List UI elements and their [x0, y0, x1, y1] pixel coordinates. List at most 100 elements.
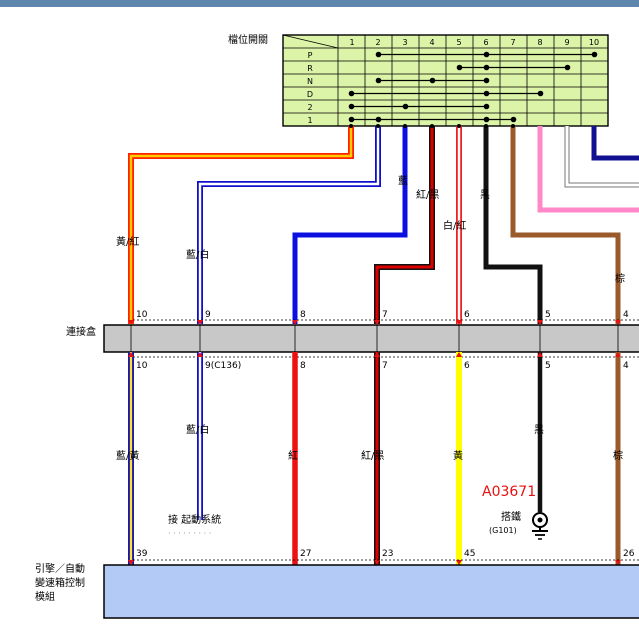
switch-dot-1-pin2 — [375, 116, 382, 123]
label-l9-color: 藍/白 — [186, 423, 209, 436]
label-w7-color: 紅/黑 — [416, 189, 439, 201]
ecu-body — [103, 564, 639, 619]
connector-box: 連接盒 — [66, 319, 639, 358]
lower-wire-labels: 藍/黃 藍/白 紅 紅/黑 黃 黑 棕 — [116, 423, 623, 462]
label-l8-color: 紅 — [288, 450, 298, 462]
ecu-pin-23: 23 — [382, 549, 393, 559]
label-l7-color: 紅/黑 — [361, 450, 384, 462]
upper-pin-9: 9 — [205, 310, 211, 320]
position-P: P — [308, 51, 313, 60]
switch-pin-headers: 1 2 3 4 5 6 7 8 9 10 — [349, 38, 599, 47]
label-l6-color: 黃 — [453, 449, 463, 462]
ground-symbol: 搭鐵 (G101) — [489, 510, 548, 540]
label-l5-color: 黑 — [534, 424, 544, 436]
connector-box-body — [103, 324, 639, 353]
switch-dot-N-pin4 — [429, 77, 436, 84]
label-w10-color: 黃/紅 — [116, 235, 139, 248]
switch-dot-P-pin10 — [591, 51, 598, 58]
label-w6-color: 白/紅 — [443, 219, 466, 232]
switch-dot-R-pin9 — [564, 64, 571, 71]
watermark-code: A03671 — [482, 484, 536, 500]
upper-wire-labels: 黃/紅 藍/白 藍 紅/黑 白/紅 黑 棕 — [116, 174, 625, 285]
pin-header-8: 8 — [537, 38, 542, 47]
switch-dot-2-pin3 — [402, 103, 409, 110]
upper-pin-8: 8 — [300, 310, 306, 320]
label-w9-color: 藍/白 — [186, 248, 209, 261]
pin-header-7: 7 — [510, 38, 515, 47]
pin-header-9: 9 — [564, 38, 569, 47]
switch-dot-R-pin5 — [456, 64, 463, 71]
wire-9-blue-white — [197, 126, 381, 324]
position-D: D — [307, 90, 313, 99]
ecu-pin-27: 27 — [300, 549, 311, 559]
pin-header-5: 5 — [456, 38, 461, 47]
ecu-label-line1: 引擎／自動 — [35, 562, 85, 575]
switch-dot-1-pin7 — [510, 116, 517, 123]
wire-4-brown — [510, 126, 621, 324]
pin-header-6: 6 — [483, 38, 488, 47]
switch-exit-dots — [349, 124, 515, 128]
label-w5-color: 黑 — [480, 189, 490, 201]
switch-dot-2-pin6 — [483, 103, 490, 110]
switch-dot-1-pin6 — [483, 116, 490, 123]
ecu-pin-26: 26 — [623, 549, 635, 559]
switch-position-labels: P R N D 2 1 — [307, 51, 313, 125]
upper-pin-7: 7 — [382, 310, 388, 320]
connector-box-label: 連接盒 — [66, 325, 96, 338]
upper-pin-6: 6 — [464, 310, 470, 320]
wire-8-blue — [292, 126, 408, 324]
starter-system-underline: · · · · · · · · · — [168, 529, 211, 538]
connector-upper-pins: 10 9 8 7 6 5 4 — [136, 310, 629, 320]
switch-dot-P-pin6 — [483, 51, 490, 58]
lower-pin-8: 8 — [300, 361, 306, 371]
lower-pin-7: 7 — [382, 361, 388, 371]
ecu-pins: 39 27 23 45 26 — [136, 549, 635, 559]
lower-pin-5: 5 — [545, 361, 551, 371]
pin-header-3: 3 — [402, 38, 407, 47]
pin-header-4: 4 — [429, 38, 434, 47]
pin-header-10: 10 — [589, 38, 599, 47]
switch-dot-D-pin1 — [348, 90, 355, 97]
connector-pin-markers — [128, 320, 621, 565]
switch-dot-N-pin6 — [483, 77, 490, 84]
top-banner-strip — [0, 0, 639, 7]
upper-pin-10: 10 — [136, 310, 148, 320]
position-2: 2 — [307, 103, 312, 112]
upper-pin-5: 5 — [545, 310, 551, 320]
switch-dot-P-pin2 — [375, 51, 382, 58]
wire-white — [564, 126, 639, 188]
wire-7-red-black — [374, 126, 435, 324]
lower-wire-harness — [128, 352, 621, 565]
ecu-pin-39: 39 — [136, 549, 148, 559]
switch-dot-D-pin6 — [483, 90, 490, 97]
switch-header-diagonal — [282, 34, 339, 49]
switch-connection-links — [348, 51, 598, 123]
gear-switch: 檔位開關 1 2 3 4 — [228, 33, 609, 127]
ground-code: (G101) — [489, 526, 517, 535]
ecu-label-line2: 變速箱控制 — [35, 576, 85, 589]
label-l4-color: 棕 — [613, 449, 623, 462]
starter-system-label: 接 起動系統 — [168, 513, 221, 526]
pin-header-2: 2 — [375, 38, 380, 47]
ground-label: 搭鐵 — [501, 510, 521, 523]
wire-5-black — [483, 126, 543, 324]
pin-header-1: 1 — [349, 38, 354, 47]
label-l10-color: 藍/黃 — [116, 449, 139, 462]
wire-10-yellow-red — [128, 126, 354, 324]
ecu-pin-45: 45 — [464, 549, 475, 559]
switch-dot-2-pin1 — [348, 103, 355, 110]
wire-navy — [591, 126, 639, 161]
connector-lower-pins: 10 9(C136) 8 7 6 5 4 — [136, 361, 629, 371]
ecu-module: 引擎／自動 變速箱控制 模組 39 27 23 45 26 — [35, 549, 639, 619]
switch-dot-N-pin2 — [375, 77, 382, 84]
position-1: 1 — [307, 116, 312, 125]
lower-pin-9: 9(C136) — [205, 361, 241, 371]
label-w4-color: 棕 — [615, 272, 625, 285]
upper-wire-harness — [128, 126, 639, 324]
ecu-label-line3: 模組 — [35, 590, 55, 603]
upper-pin-4: 4 — [623, 310, 629, 320]
switch-dot-R-pin6 — [483, 64, 490, 71]
position-R: R — [307, 64, 313, 73]
